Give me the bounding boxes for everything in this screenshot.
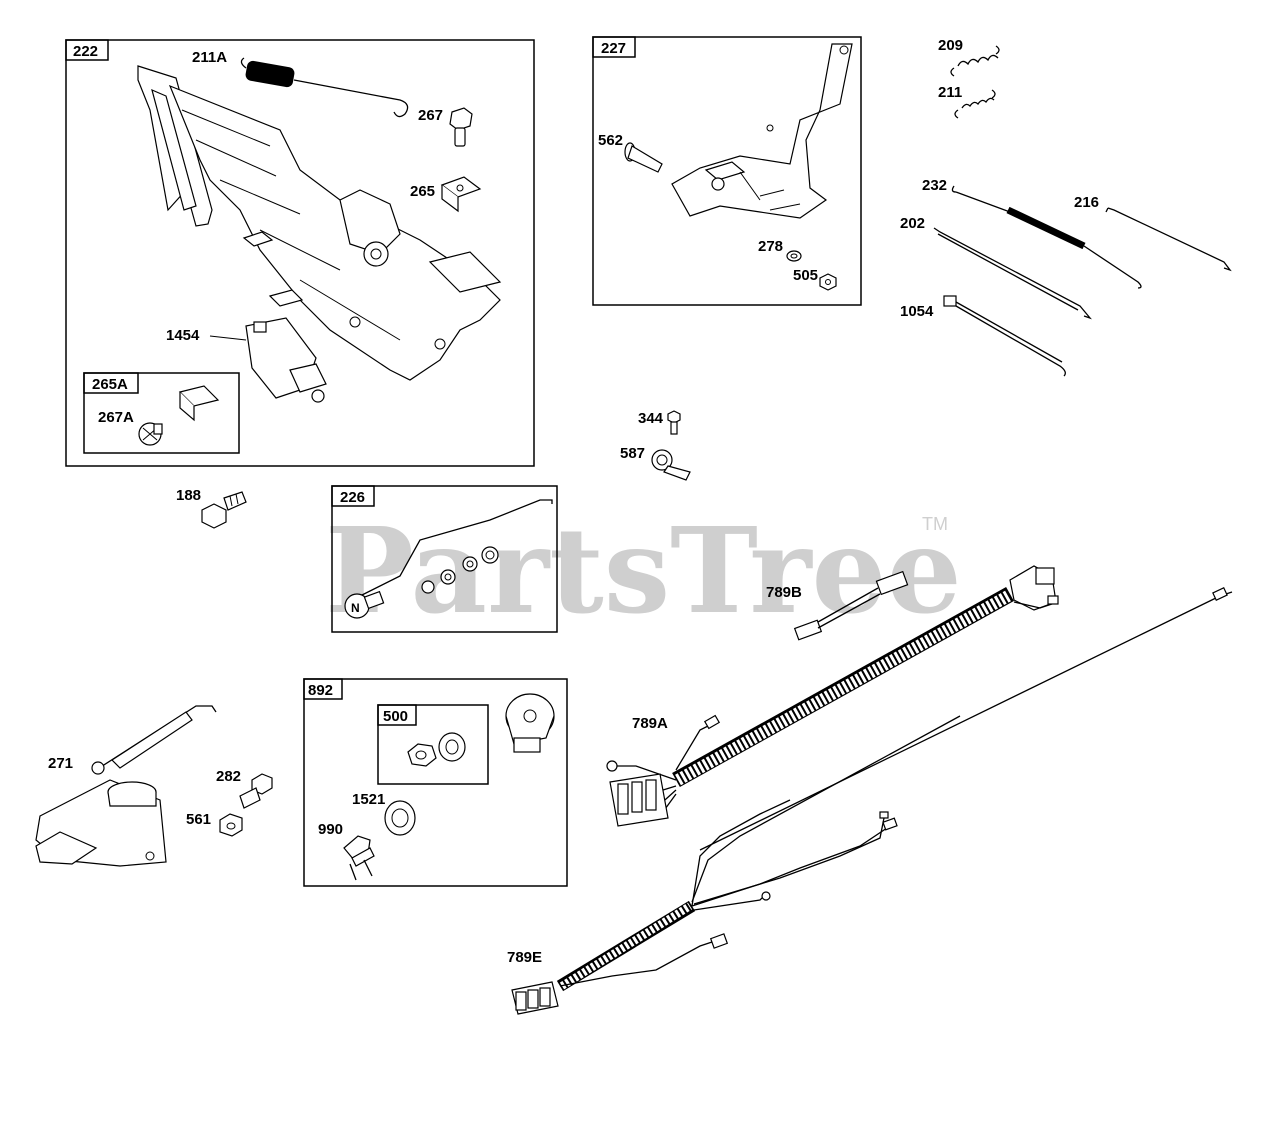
clip-265[interactable] [440,176,482,213]
nut-505[interactable] [819,273,837,291]
spring-211a[interactable] [240,57,409,118]
box-892-frame [303,678,568,887]
bezel-1521[interactable] [384,800,416,836]
bolt-267[interactable] [449,107,473,147]
bolt-282[interactable] [239,773,273,809]
label-561[interactable]: 561 [186,811,211,828]
harness-789b[interactable] [793,570,909,641]
washer-278[interactable] [786,250,802,262]
box-222-frame [65,39,535,467]
screw-267a[interactable] [138,422,163,446]
tie-1054[interactable] [943,295,1066,377]
label-188[interactable]: 188 [176,487,201,504]
box-500-label[interactable]: 500 [383,708,408,725]
ignition-switch[interactable] [505,693,555,753]
label-1054[interactable]: 1054 [900,303,934,320]
label-562[interactable]: 562 [598,132,623,149]
box-265a-tag [83,372,139,394]
spring-232[interactable] [951,185,1142,289]
watermark-trademark: TM [922,514,948,534]
box-265a-label[interactable]: 265A [92,376,128,393]
label-1454[interactable]: 1454 [166,327,200,344]
label-278[interactable]: 278 [758,238,783,255]
rod-202[interactable] [933,227,1092,320]
label-1521[interactable]: 1521 [352,791,385,808]
long-wire[interactable] [699,587,1233,851]
label-789e[interactable]: 789E [507,949,542,966]
group-222: 222 211A 267 265 [65,39,535,467]
pin-562[interactable] [624,142,663,173]
group-227: 227 562 278 505 [592,36,862,306]
throttle-control-271[interactable] [35,705,217,867]
label-211[interactable]: 211 [938,84,962,101]
box-500-frame [377,704,489,785]
clamp-587[interactable] [651,449,691,481]
box-227-tag [592,36,636,58]
label-232[interactable]: 232 [922,177,947,194]
label-271[interactable]: 271 [48,755,73,772]
clip-265a[interactable] [178,385,220,422]
label-587[interactable]: 587 [620,445,645,462]
label-267a[interactable]: 267A [98,409,134,426]
label-211a[interactable]: 211A [192,49,227,66]
bolt-344[interactable] [667,410,681,435]
label-202[interactable]: 202 [900,215,925,232]
label-209[interactable]: 209 [938,37,963,54]
box-265a-frame [83,372,240,454]
group-226: 226 N [331,485,558,633]
label-990[interactable]: 990 [318,821,343,838]
harness-789e[interactable] [511,715,961,1015]
box-500-tag [377,704,417,726]
label-789a[interactable]: 789A [632,715,668,732]
box-227-label[interactable]: 227 [601,40,626,57]
label-789b[interactable]: 789B [766,584,802,601]
watermark-text: PartsTree [325,501,962,640]
label-265[interactable]: 265 [410,183,435,200]
nut-561[interactable] [219,813,243,837]
group-892: 892 500 1521 990 [303,678,568,887]
switch-1454[interactable] [245,317,327,403]
label-267[interactable]: 267 [418,107,443,124]
rod-216[interactable] [1105,207,1232,272]
nut-500[interactable] [407,743,437,767]
governor-bracket[interactable] [137,65,502,381]
svg-text:N: N [351,601,360,615]
box-892-label[interactable]: 892 [308,682,333,699]
box-226-frame [331,485,558,633]
box-226-label[interactable]: 226 [340,489,365,506]
keys-990[interactable] [343,835,375,881]
label-505[interactable]: 505 [793,267,818,284]
harness-789a[interactable] [606,565,1059,827]
box-226-tag [331,485,375,507]
spring-209[interactable] [950,45,1000,77]
choke-cable-226[interactable]: N [344,499,553,619]
box-222-label[interactable]: 222 [73,43,98,60]
spring-211[interactable] [954,89,996,119]
control-bracket-227[interactable] [671,43,853,219]
bolt-188[interactable] [201,491,247,529]
box-222-tag [65,39,109,61]
label-344[interactable]: 344 [638,410,664,427]
lockwasher-500[interactable] [438,732,466,762]
label-216[interactable]: 216 [1074,194,1099,211]
label-282[interactable]: 282 [216,768,241,785]
box-227-frame [592,36,862,306]
box-892-tag [303,678,343,700]
